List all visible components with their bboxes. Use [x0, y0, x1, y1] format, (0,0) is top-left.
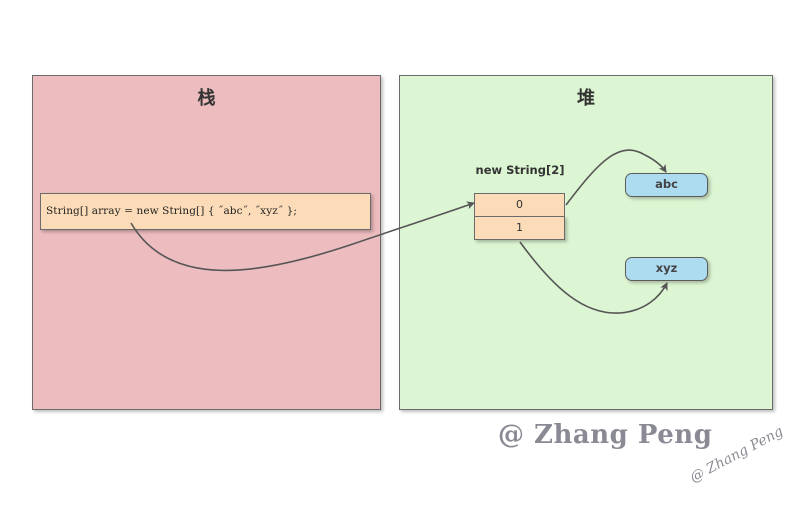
string-node-abc: abc [625, 173, 708, 197]
code-statement-box: String[] array = new String[] { ˝abc˝, ˝… [40, 193, 371, 230]
array-cell-1: 1 [474, 216, 565, 240]
watermark-main: @ Zhang Peng [498, 420, 713, 450]
string-node-xyz: xyz [625, 257, 708, 281]
stack-title: 栈 [197, 88, 216, 109]
heap-panel: 堆 [399, 75, 773, 410]
stack-panel: 栈 [32, 75, 381, 410]
array-cell-0: 0 [474, 193, 565, 217]
array-label: new String[2] [475, 163, 565, 177]
heap-title: 堆 [577, 88, 595, 109]
